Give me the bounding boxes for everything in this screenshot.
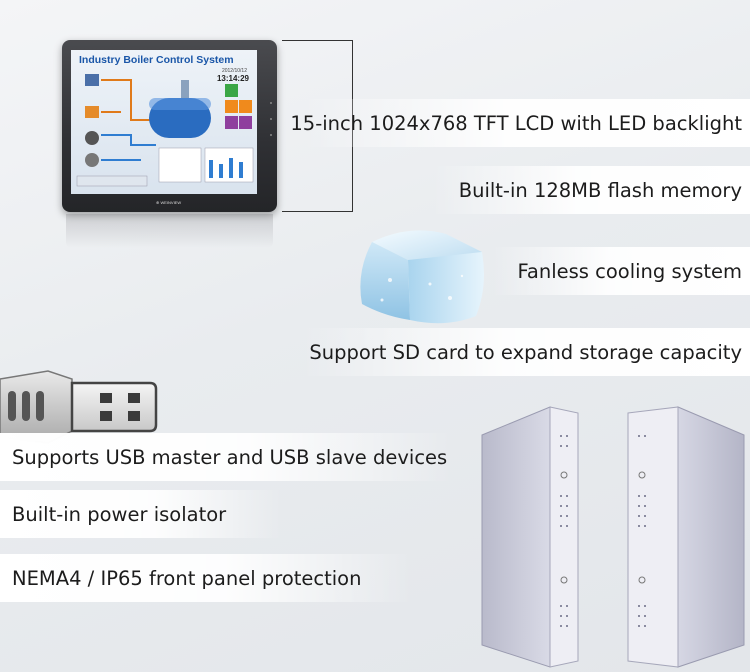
- bracket-bottom: [282, 211, 353, 212]
- hmi-screen-time: 13:14:29: [216, 74, 249, 83]
- feature-lcd: 15-inch 1024x768 TFT LCD with LED backli…: [290, 99, 750, 147]
- hmi-screen-date: 2012/10/12: [221, 68, 247, 74]
- brand-logo: ⊕ WEINVIEW: [156, 200, 182, 205]
- hmi-screen-title: Industry Boiler Control System: [79, 54, 234, 66]
- hmi-reflection: [66, 214, 273, 248]
- hmi-device-image: Industry Boiler Control System 2012/10/1…: [62, 40, 277, 212]
- feature-nema: NEMA4 / IP65 front panel protection: [0, 554, 412, 602]
- boiler-diagram: [76, 74, 254, 187]
- bracket-top: [282, 40, 353, 41]
- feature-flash: Built-in 128MB flash memory: [432, 166, 750, 214]
- feature-fanless: Fanless cooling system: [492, 247, 750, 295]
- enclosure-image: [481, 406, 745, 668]
- usb-connector-icon: [0, 370, 158, 444]
- ice-cube-icon: [360, 230, 484, 324]
- hmi-screen: Industry Boiler Control System 2012/10/1…: [71, 50, 257, 194]
- feature-usb: Supports USB master and USB slave device…: [0, 433, 452, 481]
- feature-power: Built-in power isolator: [0, 490, 282, 538]
- feature-sd: Support SD card to expand storage capaci…: [302, 328, 750, 376]
